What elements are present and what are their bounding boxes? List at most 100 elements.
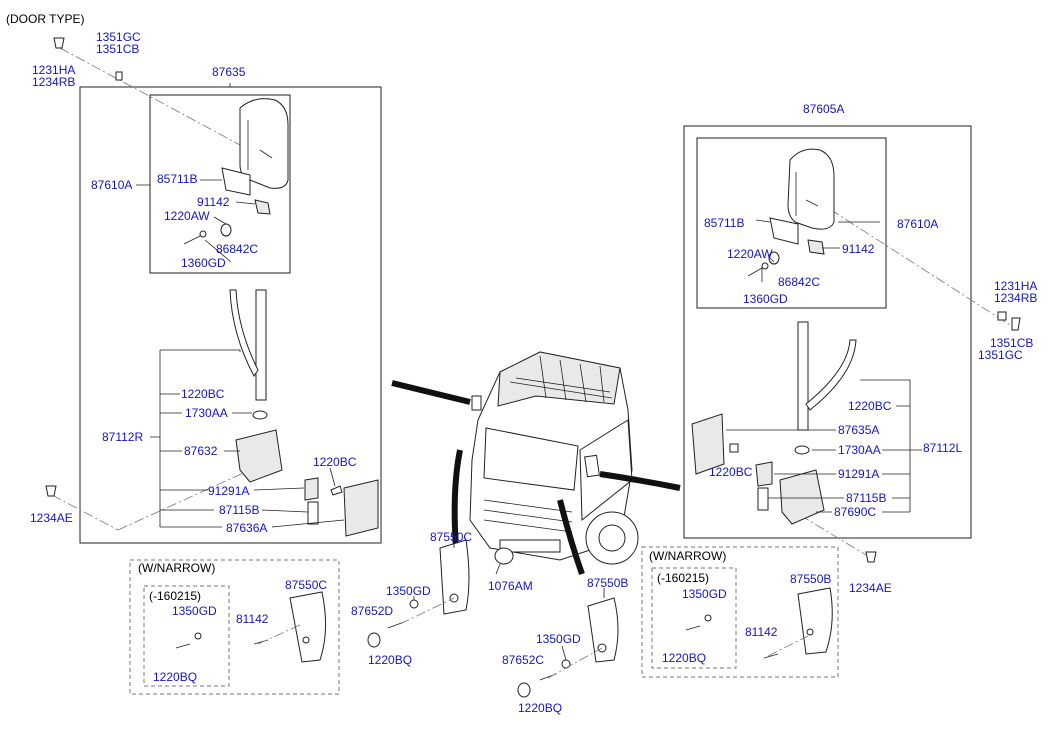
left-top-chain-line [59,47,269,161]
label-right-top-bolt-1: 1231HA [994,279,1037,293]
right-spacer-87115b [757,487,769,511]
label-right-mirror: 87610A [897,217,938,231]
left-narrow-flap [289,591,327,663]
right-top-chain-line [799,189,1011,326]
label-left-narrow-screw: 81142 [236,612,269,626]
label-right-stay-part-5: 87115B [846,491,886,505]
label-left-narrow-washer: 1350GD [172,604,217,618]
right-narrow-subframe [651,567,737,669]
right-mirror-glass [769,217,799,245]
left-washer-1730aa [252,410,268,420]
label-left-box: 87635 [212,65,246,79]
left-flap-pointer [451,449,463,549]
label-left-mirror: 87610A [91,178,132,192]
right-screw-1220aw [747,262,769,277]
left-stay-arm [229,289,267,401]
label-left-stay-part-2: 1730AA [185,406,228,420]
label-left-stay-part-6: 87636A [226,521,267,535]
label-right-box: 87605A [803,102,844,116]
label-center-bolt-left: 1220BQ [368,653,412,667]
left-bottom-bolt [45,485,57,497]
right-narrow-flap [797,587,833,655]
label-left-bolt-side: 1220BC [313,455,357,469]
left-narrow-frame [129,559,340,695]
label-left-bottom-bolt: 1234AE [30,511,73,525]
right-narrow-chain [767,635,809,657]
label-center-cap-left: 87652D [351,604,393,618]
label-right-stay-part-4: 91291A [838,467,879,481]
right-narrow-flap-hole [806,628,814,636]
label-center-washer-left: 1350GD [386,584,431,598]
right-stay-arm [797,321,857,431]
left-assembly-frame [79,86,382,544]
right-hinge-91291a [755,461,773,487]
left-bottom-chain-line-2 [117,469,251,531]
label-center-cap-right: 87652C [502,653,544,667]
label-right-stay-part-1: 1220BC [848,399,892,413]
label-right-stay-part-2: 87635A [838,423,879,437]
center-cap-87652d [367,632,381,648]
left-screw-1220aw [183,230,207,245]
left-bolt-1220bc [330,485,343,496]
left-mirror-pointer [391,380,471,405]
label-left-top-nut-1: 1351GC [96,30,141,44]
center-flap-87550b [587,597,619,663]
left-top-bolt [53,37,65,49]
label-center-plug: 1076AM [488,579,533,593]
label-left-top-nut-2: 1351CB [96,42,139,56]
center-chain-lines [399,597,603,679]
label-right-top-nut-1: 1351CB [990,336,1033,350]
right-bracket-91142 [807,239,825,255]
right-mirror-head [787,148,835,230]
label-left-top-bolt-1: 1231HA [32,63,75,77]
right-top-bolt [1011,317,1021,331]
right-washer-1730aa [794,445,810,455]
label-right-bolt-side: 1220BC [709,465,753,479]
label-right-narrow-subtitle: (-160215) [657,571,709,585]
label-right-washer: 1360GD [743,292,788,306]
left-bottom-chain-line [51,494,119,531]
label-left-glass: 85711B [157,172,197,186]
right-narrow-screw [763,653,779,659]
label-left-bracket: 91142 [197,195,230,209]
label-left-screw: 1220AW [164,209,210,223]
right-assembly-frame [683,125,972,539]
center-flap-87550c [439,539,470,615]
right-mount-87690c [779,469,825,525]
label-right-stay-part-3: 1730AA [838,443,881,457]
truck-illustration [469,351,639,565]
label-right-stay-group: 87112L [923,441,962,455]
left-mount-87632 [235,429,283,483]
label-center-flap-left: 87550C [430,530,472,544]
label-left-stay-part-5: 87115B [219,503,259,517]
label-left-narrow-subtitle: (-160215) [149,589,201,603]
left-cap-86842c [220,223,232,237]
label-left-narrow-flap: 87550C [285,578,327,592]
right-plate-87635a [691,413,725,475]
label-left-narrow-title: (W/NARROW) [138,561,215,575]
right-narrow-washer [704,614,712,622]
right-flap-pointer [557,499,585,575]
right-narrow-bolt [685,625,701,631]
left-narrow-flap-hole [302,636,310,644]
label-left-washer: 1360GD [181,256,226,270]
left-top-nut [115,71,123,81]
label-right-narrow-screw: 81142 [745,625,778,639]
label-right-narrow-title: (W/NARROW) [649,549,726,563]
diagram-header: (DOOR TYPE) [6,12,85,26]
left-narrow-washer [194,632,202,640]
label-right-top-nut-2: 1351GC [978,348,1023,362]
label-left-stay-part-4: 91291A [208,484,249,498]
center-washer-left [409,599,419,609]
label-right-cap: 86842C [778,275,820,289]
right-top-nut [997,311,1007,321]
label-center-washer-right: 1350GD [536,632,581,646]
label-left-stay-part-1: 1220BC [181,387,225,401]
label-right-bottom-bolt: 1234AE [849,581,892,595]
right-mirror-pointer [599,471,681,491]
left-narrow-bolt [175,643,191,649]
label-left-stay-part-3: 87632 [184,444,218,458]
right-cap-86842c [768,251,780,265]
label-right-bracket: 91142 [842,242,875,256]
